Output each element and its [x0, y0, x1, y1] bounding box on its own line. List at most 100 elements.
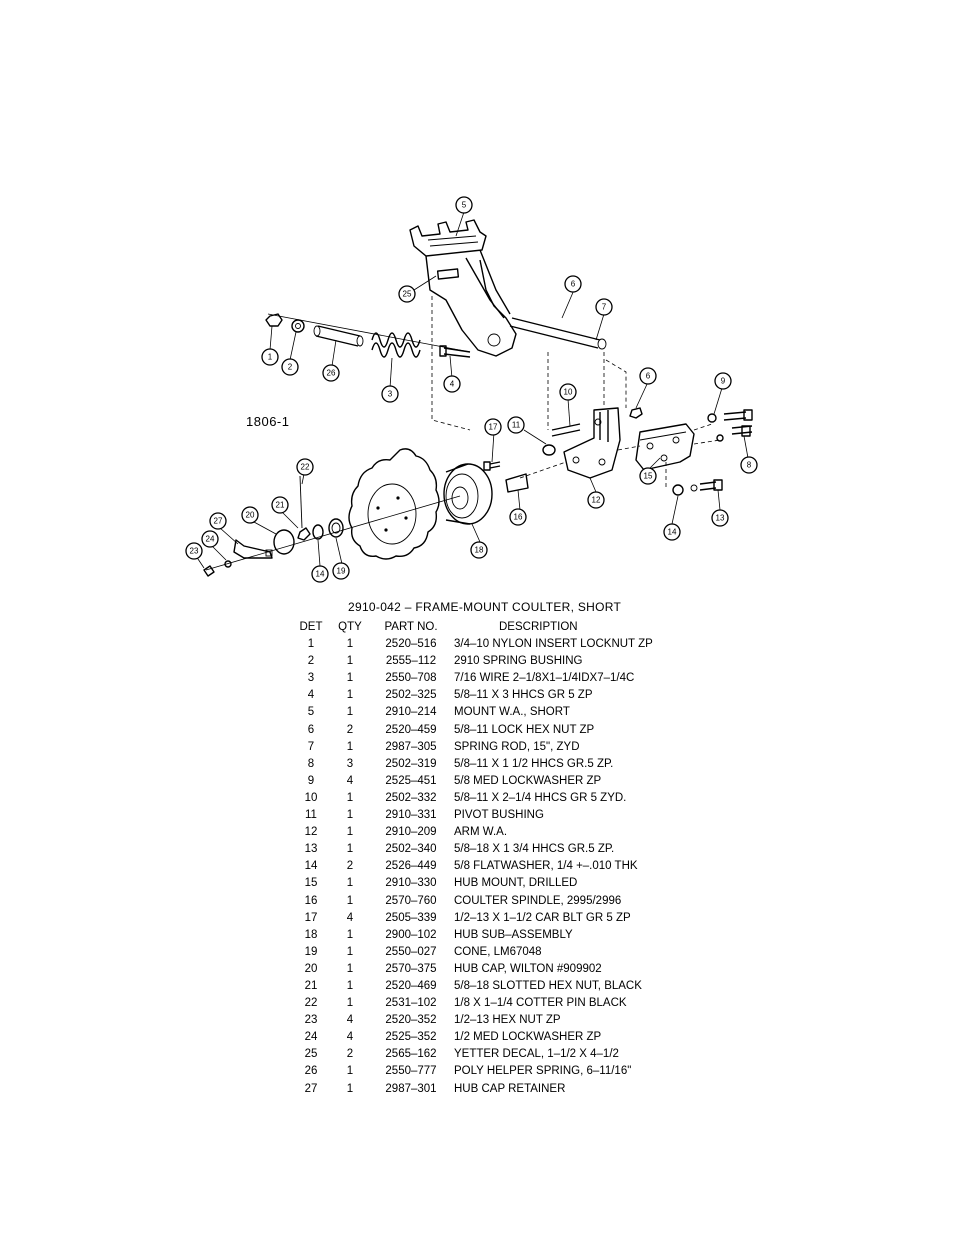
cell-part-no: 2502–319 — [385, 757, 437, 770]
header-det: DET — [299, 621, 323, 633]
cell-det: 8 — [307, 757, 315, 770]
balloon-9: 9 — [714, 372, 732, 390]
svg-text:14: 14 — [668, 528, 677, 537]
cell-det: 9 — [307, 774, 315, 787]
cell-part-no: 2520–516 — [385, 638, 437, 651]
balloon-14: 14 — [663, 523, 681, 541]
cell-description: HUB CAP RETAINER — [454, 1082, 566, 1095]
cell-part-no: 2550–777 — [385, 1065, 437, 1078]
cell-det: 3 — [307, 672, 315, 685]
spring-stack — [265, 313, 471, 358]
hub-cap-stack — [203, 475, 461, 577]
balloon-25: 25 — [398, 285, 416, 303]
cell-det: 19 — [304, 945, 318, 958]
cell-part-no: 2900–102 — [385, 928, 437, 941]
cell-description: PIVOT BUSHING — [454, 809, 544, 822]
balloon-27: 27 — [209, 512, 227, 530]
cell-qty: 1 — [346, 997, 354, 1010]
mount-weldment — [409, 219, 517, 357]
cell-description: 5/8 FLATWASHER, 1/4 +–.010 THK — [454, 860, 638, 873]
svg-text:15: 15 — [644, 472, 653, 481]
cell-det: 2 — [307, 655, 315, 668]
svg-text:8: 8 — [747, 461, 752, 470]
svg-text:22: 22 — [301, 463, 310, 472]
balloon-19: 19 — [332, 562, 350, 580]
cell-det: 15 — [304, 877, 318, 890]
balloon-23: 23 — [185, 542, 203, 560]
parts-list-table: DET QTY PART NO. DESCRIPTION 1 1 2520–516 3… — [290, 619, 729, 1098]
svg-text:6: 6 — [571, 280, 576, 289]
cell-description: 5/8–11 X 2–1/4 HHCS GR 5 ZYD. — [454, 791, 627, 804]
svg-text:23: 23 — [190, 547, 199, 556]
svg-text:10: 10 — [564, 388, 573, 397]
svg-text:19: 19 — [337, 567, 346, 576]
balloon-5: 5 — [455, 196, 473, 214]
svg-text:14: 14 — [316, 570, 325, 579]
cell-det: 20 — [304, 962, 318, 975]
cell-qty: 4 — [346, 911, 354, 924]
table-row: 6 2 2520–459 5/8–11 LOCK HEX NUT ZP — [290, 722, 729, 739]
cell-qty: 1 — [346, 1065, 354, 1078]
cell-qty: 2 — [346, 723, 354, 736]
cell-det: 12 — [304, 826, 318, 839]
cell-description: HUB MOUNT, DRILLED — [454, 877, 578, 890]
hub-assembly — [443, 461, 529, 525]
cell-part-no: 2520–459 — [385, 723, 437, 736]
hub-mount — [635, 409, 753, 496]
cell-part-no: 2502–340 — [385, 843, 437, 856]
svg-text:17: 17 — [489, 423, 498, 432]
exploded-parts-diagram: 5 25 6 7 1 2 26 3 4 6 9 8 10 11 17 12 16… — [185, 196, 758, 583]
cell-qty: 1 — [346, 894, 354, 907]
cell-det: 21 — [304, 979, 318, 992]
svg-text:11: 11 — [512, 421, 521, 430]
cell-part-no: 2550–708 — [385, 672, 437, 685]
balloon-21: 21 — [271, 496, 289, 514]
cell-description: 3/4–10 NYLON INSERT LOCKNUT ZP — [454, 638, 653, 651]
cell-det: 25 — [304, 1048, 318, 1061]
cell-description: 1/2 MED LOCKWASHER ZP — [454, 1031, 602, 1044]
cell-description: 5/8–18 X 1 3/4 HHCS GR.5 ZP. — [454, 843, 615, 856]
cell-description: HUB SUB–ASSEMBLY — [454, 928, 573, 941]
cell-qty: 4 — [346, 1014, 354, 1027]
parts-table-body: 1 1 2520–516 3/4–10 NYLON INSERT LOCKNUT ZP… — [290, 636, 729, 1098]
balloons: 5 25 6 7 1 2 26 3 4 6 9 8 10 11 17 12 16… — [185, 196, 758, 583]
cell-description: 7/16 WIRE 2–1/8X1–1/4IDX7–1/4C — [454, 672, 635, 685]
alignment-lines — [431, 296, 721, 490]
cell-det: 24 — [304, 1031, 318, 1044]
cell-part-no: 2550–027 — [385, 945, 437, 958]
balloon-6b: 6 — [639, 367, 657, 385]
cell-qty: 1 — [346, 843, 354, 856]
cell-part-no: 2531–102 — [385, 997, 437, 1010]
cell-description: 5/8–11 LOCK HEX NUT ZP — [454, 723, 595, 736]
cell-part-no: 2505–339 — [385, 911, 437, 924]
balloon-8: 8 — [740, 456, 758, 474]
cell-description: 1/8 X 1–1/4 COTTER PIN BLACK — [454, 997, 627, 1010]
cell-part-no: 2910–214 — [385, 706, 437, 719]
table-header-row: DET QTY PART NO. DESCRIPTION — [290, 619, 729, 636]
cell-det: 6 — [307, 723, 315, 736]
balloon-6: 6 — [564, 275, 582, 293]
cell-qty: 2 — [346, 1048, 354, 1061]
cell-part-no: 2565–162 — [385, 1048, 437, 1061]
cell-qty: 2 — [346, 860, 354, 873]
cell-part-no: 2520–352 — [385, 1014, 437, 1027]
cell-qty: 1 — [346, 962, 354, 975]
cell-det: 16 — [304, 894, 318, 907]
cell-qty: 1 — [346, 689, 354, 702]
svg-text:2: 2 — [288, 363, 293, 372]
cell-det: 26 — [304, 1065, 318, 1078]
balloon-16: 16 — [509, 508, 527, 526]
header-part-no: PART NO. — [384, 621, 438, 633]
